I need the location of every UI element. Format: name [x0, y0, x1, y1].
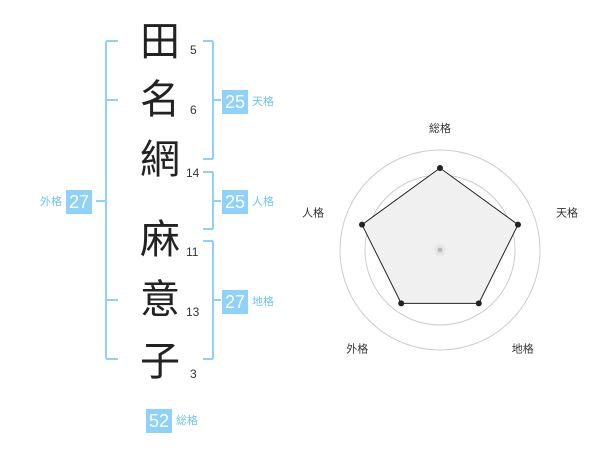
stroke-count-5: 13 — [186, 305, 200, 319]
stroke-count-3: 14 — [186, 166, 200, 180]
name-char-2: 名 — [140, 77, 180, 123]
jinkaku-bracket — [203, 171, 221, 230]
radar-center-dot — [437, 247, 443, 253]
stroke-count-6: 3 — [190, 367, 197, 381]
name-char-1: 田 — [140, 19, 180, 65]
jinkaku-label: 人格 — [252, 196, 275, 208]
chikaku-label: 地格 — [252, 296, 275, 308]
radar-axis-label-2: 天格 — [556, 205, 578, 219]
tenkaku-label: 天格 — [252, 96, 275, 108]
gaikaku-label: 外格 — [40, 196, 62, 208]
gaikaku-bracket — [96, 40, 118, 360]
tenkaku-value: 25 — [222, 90, 249, 114]
radar-point-3 — [475, 300, 482, 307]
name-char-4: 麻 — [140, 217, 180, 263]
chikaku-bracket — [203, 240, 221, 360]
soukaku-label: 総格 — [176, 415, 199, 427]
gaikaku-badge: 外格 27 — [40, 190, 93, 214]
radar-ring-4 — [339, 149, 541, 351]
jinkaku-value: 25 — [222, 190, 249, 214]
radar-point-1 — [437, 165, 443, 171]
radar-axis-label-1: 総格 — [429, 121, 451, 135]
radar-axis-label-5: 人格 — [302, 205, 324, 219]
radar-axis-label-4: 外格 — [346, 342, 368, 356]
tenkaku-bracket — [203, 40, 221, 160]
radar-axis-label-3: 地格 — [512, 342, 534, 356]
radar-point-2 — [514, 221, 521, 228]
stroke-count-1: 5 — [190, 43, 197, 57]
name-char-5: 意 — [140, 277, 180, 323]
name-char-6: 子 — [140, 339, 180, 385]
chikaku-value: 27 — [222, 290, 249, 314]
gaikaku-value: 27 — [66, 190, 93, 214]
radar-point-4 — [398, 300, 405, 307]
stroke-count-2: 6 — [190, 103, 197, 117]
soukaku-value: 52 — [146, 409, 173, 433]
name-char-3: 網 — [140, 137, 180, 183]
stroke-count-4: 11 — [186, 245, 199, 259]
radar-point-5 — [359, 221, 366, 228]
radar-polygon — [361, 167, 519, 304]
